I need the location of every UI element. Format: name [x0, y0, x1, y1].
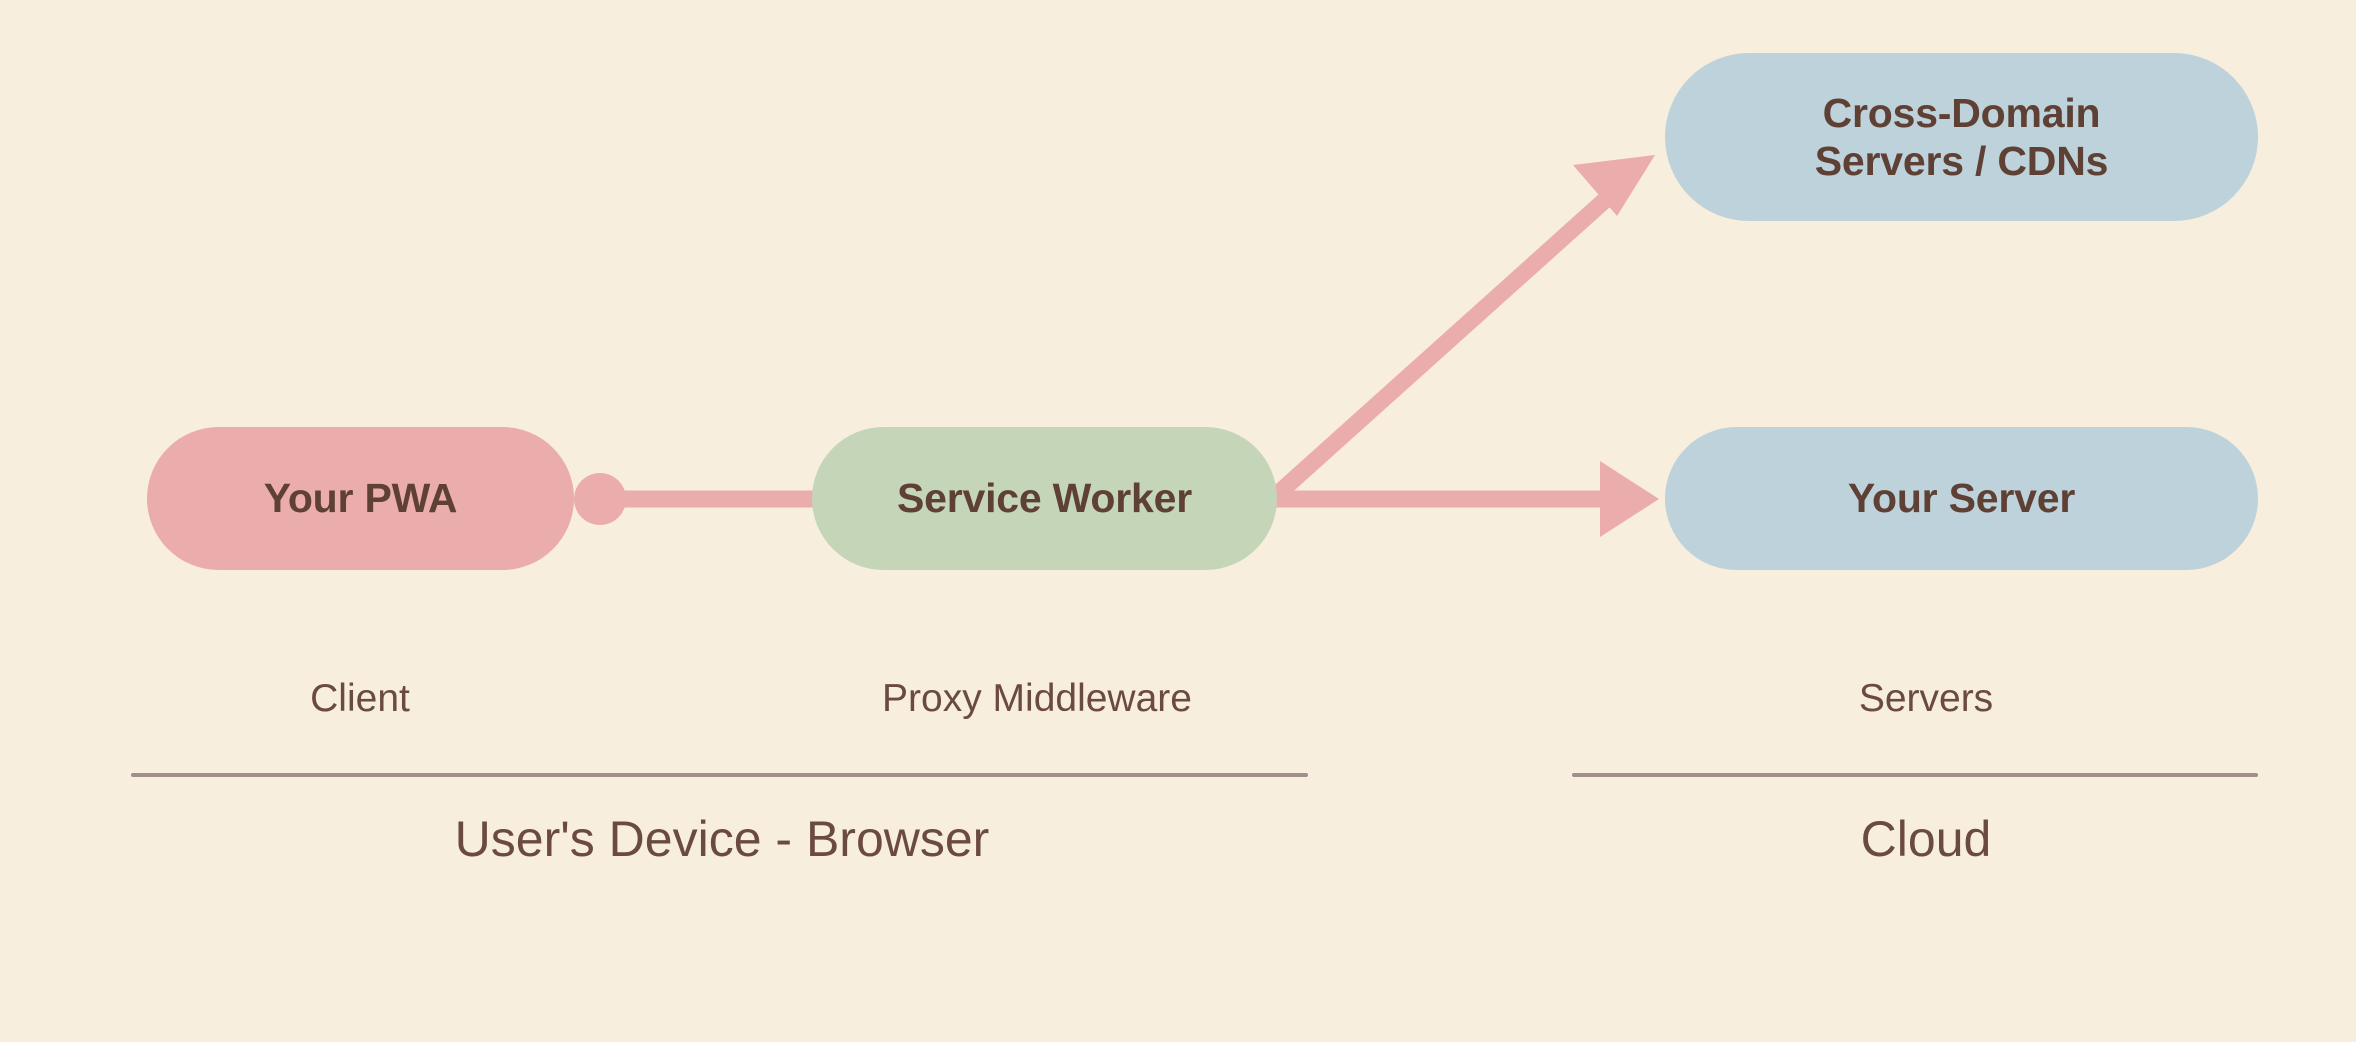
zone-label-proxy-middleware: Proxy Middleware — [882, 677, 1192, 720]
region-label-users-device: User's Device - Browser — [454, 811, 990, 867]
node-your-pwa-label: Your PWA — [263, 475, 458, 522]
edge-pwa-to-service-worker — [574, 473, 816, 525]
divider-line-device — [131, 773, 1308, 777]
arrowhead-icon-cdn — [1573, 155, 1655, 216]
divider-line-cloud — [1572, 773, 2258, 777]
edge-source-dot-icon — [574, 473, 626, 525]
node-your-server-label: Your Server — [1847, 475, 2076, 522]
node-service-worker[interactable]: Service Worker — [812, 427, 1277, 570]
zone-label-client: Client — [310, 677, 410, 720]
edge-service-worker-to-cross-domain — [1266, 155, 1655, 506]
node-cross-domain-servers-label: Cross-Domain Servers / CDNs — [1814, 89, 2109, 184]
node-cross-domain-servers[interactable]: Cross-Domain Servers / CDNs — [1665, 53, 2258, 221]
node-your-server[interactable]: Your Server — [1665, 427, 2258, 570]
edge-service-worker-to-your-server — [1272, 461, 1659, 537]
edge-line-sw-cdn — [1266, 176, 1630, 506]
zone-label-servers: Servers — [1858, 677, 1994, 720]
node-service-worker-label: Service Worker — [896, 475, 1192, 522]
region-label-cloud: Cloud — [1860, 811, 1992, 867]
arrowhead-icon-server — [1600, 461, 1659, 537]
node-your-pwa[interactable]: Your PWA — [147, 427, 574, 570]
